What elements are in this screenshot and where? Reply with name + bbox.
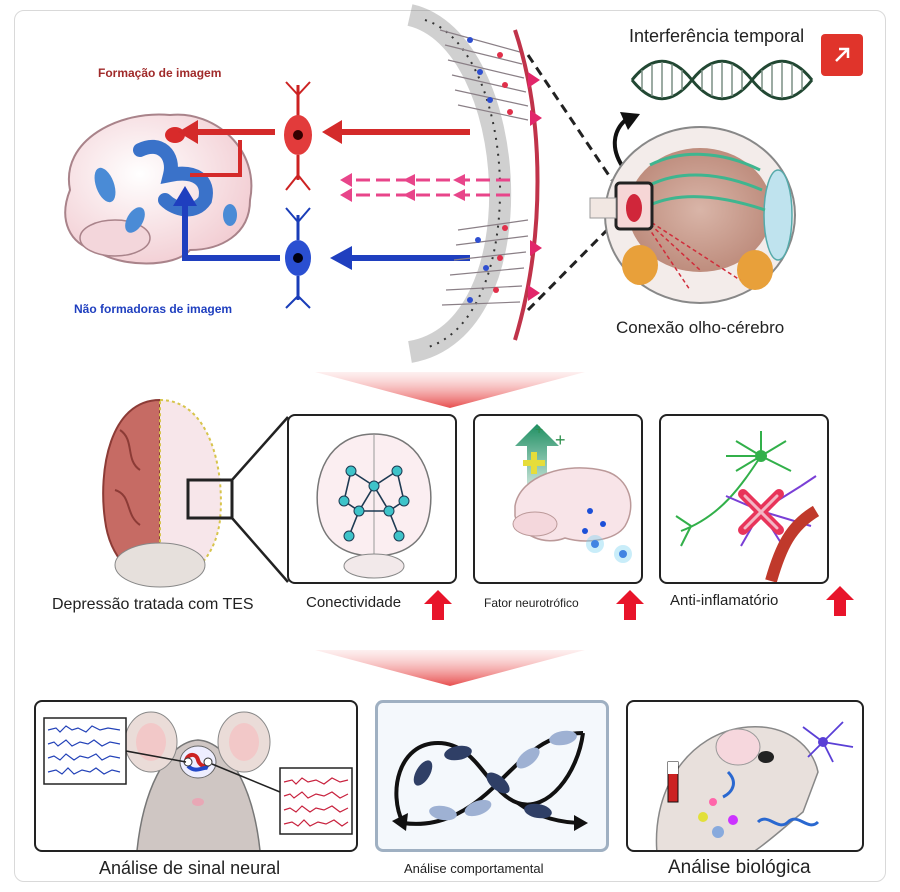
connectivity-brain-network — [316, 433, 432, 579]
neural-signal-illustration — [43, 711, 353, 850]
zoom-square — [186, 478, 234, 520]
down-arrow-2 — [315, 650, 585, 686]
biological-label: Análise biológica — [668, 857, 811, 878]
biological-illustration — [655, 721, 854, 850]
neural-signal-panel — [34, 700, 358, 852]
temporal-interference-wave-icon — [630, 59, 814, 101]
eye-illustration — [589, 126, 796, 304]
red-pathway-arrows — [178, 120, 470, 177]
figure-frame — [14, 10, 886, 882]
blue-pathway-arrows — [173, 186, 470, 270]
tes-label: Depressão tratada com TES — [52, 596, 254, 613]
antiinflammatory-panel — [659, 414, 829, 584]
non-image-forming-label: Não formadoras de imagem — [74, 302, 233, 316]
neural-signal-label: Análise de sinal neural — [99, 858, 281, 878]
connectivity-label: Conectividade — [306, 594, 402, 611]
down-arrow-1 — [315, 372, 585, 408]
eye-brain-label: Conexão olho-cérebro — [616, 318, 785, 337]
neurotrophic-illustration: + + — [512, 421, 632, 563]
biological-panel — [626, 700, 864, 852]
antiinflammatory-illustration — [675, 431, 820, 582]
behavioral-maze-illustration — [392, 730, 588, 831]
behavioral-panel — [375, 700, 609, 852]
dashed-connector-bottom — [526, 223, 614, 312]
interference-label: Interferência temporal — [629, 26, 805, 46]
image-forming-label: Formação de imagem — [98, 66, 222, 80]
brain-top-left — [64, 113, 253, 265]
svg-text:+: + — [535, 421, 543, 437]
behavioral-label: Análise comportamental — [404, 861, 544, 876]
tes-brain-illustration — [102, 398, 289, 588]
open-external-button[interactable] — [821, 34, 863, 76]
antiinflammatory-label: Anti-inflamatório — [670, 592, 779, 609]
neurotrophic-label: Fator neurotrófico — [484, 596, 579, 610]
svg-text:+: + — [555, 430, 566, 450]
external-link-icon — [835, 47, 850, 62]
dashed-connector-top — [526, 54, 614, 181]
blue-neuron-icon — [285, 207, 311, 309]
red-neuron-icon — [284, 81, 312, 191]
retina-fan-illustration — [340, 4, 542, 363]
connectivity-panel — [287, 414, 457, 584]
neurotrophic-panel: + + — [473, 414, 643, 584]
